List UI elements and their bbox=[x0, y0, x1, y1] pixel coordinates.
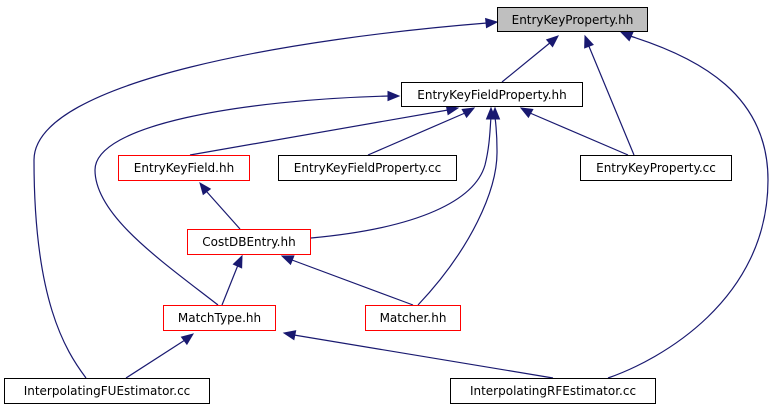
node-label: EntryKeyFieldProperty.cc bbox=[293, 161, 442, 175]
edge-n7-n1 bbox=[417, 116, 498, 306]
edge-n4-n1 bbox=[529, 112, 629, 156]
arrowhead-n9-n6 bbox=[282, 330, 297, 341]
node-label: MatchType.hh bbox=[177, 311, 262, 325]
node-entrykeyfieldproperty-cc[interactable]: EntryKeyFieldProperty.cc bbox=[278, 155, 457, 181]
edge-n6-n5 bbox=[221, 264, 239, 306]
arrowhead-n7-n1 bbox=[489, 106, 501, 120]
node-entrykeyfieldproperty-hh[interactable]: EntryKeyFieldProperty.hh bbox=[401, 82, 583, 107]
arrowhead-n5-n2 bbox=[199, 181, 212, 196]
edge-n3-n1 bbox=[367, 112, 466, 156]
edge-n8-n0 bbox=[33, 22, 488, 379]
node-interpolatingrfestimator-cc[interactable]: InterpolatingRFEstimator.cc bbox=[450, 378, 656, 404]
node-label: EntryKeyProperty.cc bbox=[596, 161, 716, 175]
node-interpolatingfuestimator-cc[interactable]: InterpolatingFUEstimator.cc bbox=[4, 378, 210, 404]
node-label: CostDBEntry.hh bbox=[202, 235, 296, 249]
node-matcher-hh[interactable]: Matcher.hh bbox=[365, 305, 461, 331]
edge-n4-n0 bbox=[587, 43, 635, 156]
arrowhead-n6-n5 bbox=[232, 254, 243, 269]
arrowhead-n2-n1 bbox=[445, 105, 460, 116]
node-label: EntryKeyProperty.hh bbox=[511, 12, 634, 27]
edge-n5-n1 bbox=[310, 116, 492, 239]
node-label: Matcher.hh bbox=[379, 311, 447, 325]
edge-n2-n1 bbox=[189, 109, 449, 156]
arrowhead-n8-n6 bbox=[180, 333, 195, 346]
node-matchtype-hh[interactable]: MatchType.hh bbox=[163, 305, 276, 331]
node-label: EntryKeyField.hh bbox=[133, 161, 235, 175]
arrowhead-n6-n1 bbox=[387, 90, 401, 102]
node-entrykeyproperty-cc[interactable]: EntryKeyProperty.cc bbox=[580, 155, 732, 181]
edge-n9-n6 bbox=[293, 334, 554, 379]
node-entrykeyfield-hh[interactable]: EntryKeyField.hh bbox=[118, 155, 250, 181]
arrowhead-n7-n5 bbox=[280, 255, 295, 266]
node-label: InterpolatingRFEstimator.cc bbox=[469, 384, 637, 398]
edge-n5-n2 bbox=[206, 191, 241, 230]
node-entrykeyproperty-hh: EntryKeyProperty.hh bbox=[497, 7, 648, 32]
edge-n8-n6 bbox=[125, 339, 186, 379]
arrowhead-n4-n1 bbox=[519, 107, 534, 119]
arrowhead-n8-n0 bbox=[485, 17, 499, 29]
edge-n1-n0 bbox=[501, 41, 552, 83]
node-label: InterpolatingFUEstimator.cc bbox=[23, 384, 191, 398]
arrowhead-n4-n0 bbox=[584, 34, 594, 49]
arrowhead-n1-n0 bbox=[545, 35, 560, 48]
arrowhead-n9-n0 bbox=[619, 31, 634, 42]
edge-n9-n0 bbox=[607, 35, 769, 379]
edge-n6-n1 bbox=[94, 95, 390, 306]
arrowhead-n3-n1 bbox=[461, 107, 476, 119]
node-costdbentry-hh[interactable]: CostDBEntry.hh bbox=[187, 229, 311, 255]
edge-n7-n5 bbox=[291, 259, 414, 306]
node-label: EntryKeyFieldProperty.hh bbox=[417, 87, 567, 102]
